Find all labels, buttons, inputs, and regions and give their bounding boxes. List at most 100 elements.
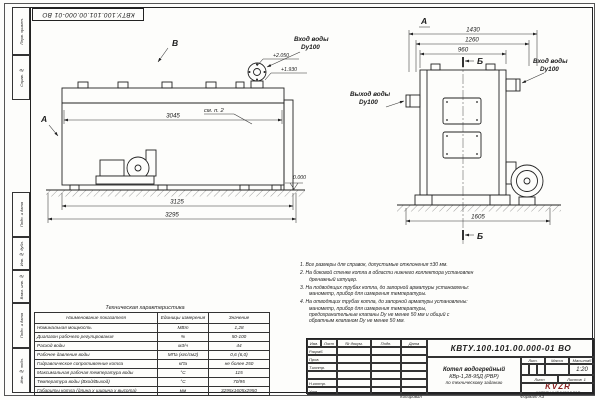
table-cell: мм	[157, 386, 209, 396]
note-item: 2. На боковой стенке котла в области ниж…	[300, 270, 474, 283]
table-cell: Рабочее давление воды	[34, 350, 158, 360]
level-mark-zero: 0.000	[293, 175, 306, 181]
table-cell: 115	[208, 368, 270, 378]
tb-lit-cell	[529, 364, 537, 375]
boiler-side-view	[46, 62, 305, 197]
margin-box-vzam-inv: Взам. инв. №	[12, 270, 30, 303]
tb-sig-cell	[337, 355, 371, 363]
tb-sig-cell	[371, 363, 401, 371]
tb-header-docnum: № докум.	[337, 339, 371, 347]
tech-table-header-name: Наименование показателя	[34, 312, 158, 324]
dimension-1260: 1260	[465, 37, 479, 44]
tb-sig-cell	[337, 379, 371, 387]
product-name-line3: по техническому заданию	[445, 379, 503, 385]
dimension-1430: 1430	[466, 27, 480, 34]
tech-table-title: Техническая характеристика	[105, 305, 185, 311]
tb-header-list: Лист	[321, 339, 337, 347]
table-row: Максимальная рабочая температура воды °С…	[34, 368, 270, 378]
table-cell: 0,6 (6,0)	[208, 350, 270, 360]
product-name-line2: КВр-1,28-95Д (РВР)	[449, 373, 499, 380]
table-row: Номинальная мощность МВт 1,28	[34, 323, 270, 333]
table-row: Диапазон рабочего регулирования % 50-100	[34, 332, 270, 342]
tb-scale-label: Масштаб	[569, 357, 595, 364]
margin-box-perv-primen: Перв. примен.	[12, 7, 30, 55]
margin-box-inv-podl: Инв. № подл.	[12, 348, 30, 393]
tb-row-razrab: Разраб.	[307, 347, 337, 355]
company-logo: KVZR	[545, 383, 571, 391]
dimension-3045: 3045	[166, 113, 180, 120]
table-row: Гидравлическое сопротивление котла кПа н…	[34, 359, 270, 369]
tb-sig-cell	[401, 371, 427, 379]
tb-sig-cell	[401, 379, 427, 387]
water-inlet-label-end-2: Dy100	[540, 66, 559, 73]
view-marker-a-side: А	[40, 114, 47, 124]
side-view-dimensions	[47, 47, 307, 223]
table-cell: Температура воды (Вход/Выход)	[34, 377, 158, 387]
tb-sig-cell	[371, 379, 401, 387]
table-cell: Расход воды	[34, 341, 158, 351]
tb-row-nkontr: Н.контр.	[307, 379, 337, 387]
table-cell: °С	[157, 368, 209, 378]
level-mark-2050: +2.050	[273, 53, 289, 59]
water-outlet-label-1: Выход воды	[350, 90, 391, 98]
tb-mass-cell	[545, 364, 569, 375]
table-cell: 44	[208, 341, 270, 351]
dimension-3295: 3295	[165, 212, 179, 219]
table-cell: °С	[157, 377, 209, 387]
tb-header-data: Дата	[401, 339, 427, 347]
title-block: Изм. Лист № докум. Подп. Дата Разраб. Пр…	[306, 338, 595, 395]
tb-sig-cell	[371, 371, 401, 379]
dimension-960: 960	[458, 47, 469, 54]
tb-sig-cell	[401, 347, 427, 355]
view-marker-v: В	[172, 38, 178, 48]
tb-header-izm: Изм.	[307, 339, 321, 347]
table-cell: МВт	[157, 323, 209, 333]
tb-sheets-label: Листов	[567, 376, 582, 382]
tb-product-name: Котел водогрейный КВр-1,28-95Д (РВР) по …	[427, 357, 521, 395]
tb-mass-label: Масса	[545, 357, 569, 364]
boiler-end-view	[397, 63, 561, 212]
tech-table-header-value: Значение	[208, 312, 270, 324]
tb-lit-cell	[537, 364, 545, 375]
tech-table: Наименование показателя Единицы измерени…	[34, 312, 270, 396]
tb-sig-cell	[401, 363, 427, 371]
section-marker-b-bottom: Б	[477, 231, 483, 241]
end-view-dimensions	[385, 26, 551, 245]
table-row: Расход воды м3/ч 44	[34, 341, 270, 351]
tb-sig-cell	[337, 347, 371, 355]
table-cell: Максимальная рабочая температура воды	[34, 368, 158, 378]
tb-sig-cell	[371, 387, 401, 395]
rotated-doc-number-box: КВТУ.100.101.00.000-01 ВО	[32, 8, 144, 21]
table-cell: %	[157, 332, 209, 342]
water-inlet-label-side-1: Вход воды	[294, 35, 329, 43]
tb-row-blank	[307, 371, 337, 379]
tb-logo-cell: KVZR КОТЕЛЬНЫЙ ЗАВОД РЭП	[521, 383, 595, 395]
table-cell: Номинальная мощность	[34, 323, 158, 333]
format-label: Формат А3	[520, 394, 545, 399]
tb-scale-value: 1:20	[569, 364, 595, 375]
water-outlet-label-2: Dy100	[359, 99, 378, 106]
see-note-reference: см. п. 2	[204, 108, 225, 114]
tb-sig-cell	[337, 371, 371, 379]
tb-row-tkontr: Т.контр.	[307, 363, 337, 371]
table-cell: м3/ч	[157, 341, 209, 351]
tb-sig-cell	[337, 387, 371, 395]
product-name-line1: Котел водогрейный	[443, 366, 505, 373]
tb-lit-cell	[521, 364, 529, 375]
note-item: 4. На отводящих трубах котла, до запорно…	[300, 299, 468, 324]
tb-row-utv: Утв.	[307, 387, 337, 395]
technical-notes: 1. Все размеры для справок, допустимые о…	[300, 262, 474, 326]
table-row: Габариты котла (длина х ширина х высота)…	[34, 386, 270, 396]
water-inlet-label-end-1: Вход воды	[533, 57, 568, 65]
level-mark-1930: +1.930	[281, 67, 297, 73]
sheet-outer-border	[4, 3, 595, 396]
tb-lit-label: Лит.	[521, 357, 545, 364]
table-cell: Диапазон рабочего регулирования	[34, 332, 158, 342]
tb-doc-number: КВТУ.100.101.00.000-01 ВО	[427, 339, 595, 357]
table-cell: не более 250	[208, 359, 270, 369]
tech-table-header-units: Единицы измерения	[157, 312, 209, 324]
table-cell: 1,28	[208, 323, 270, 333]
tb-sheets-value: 1	[583, 376, 586, 382]
drawing-frame	[30, 7, 593, 393]
table-row: Рабочее давление воды МПа (кгс/см2) 0,6 …	[34, 350, 270, 360]
